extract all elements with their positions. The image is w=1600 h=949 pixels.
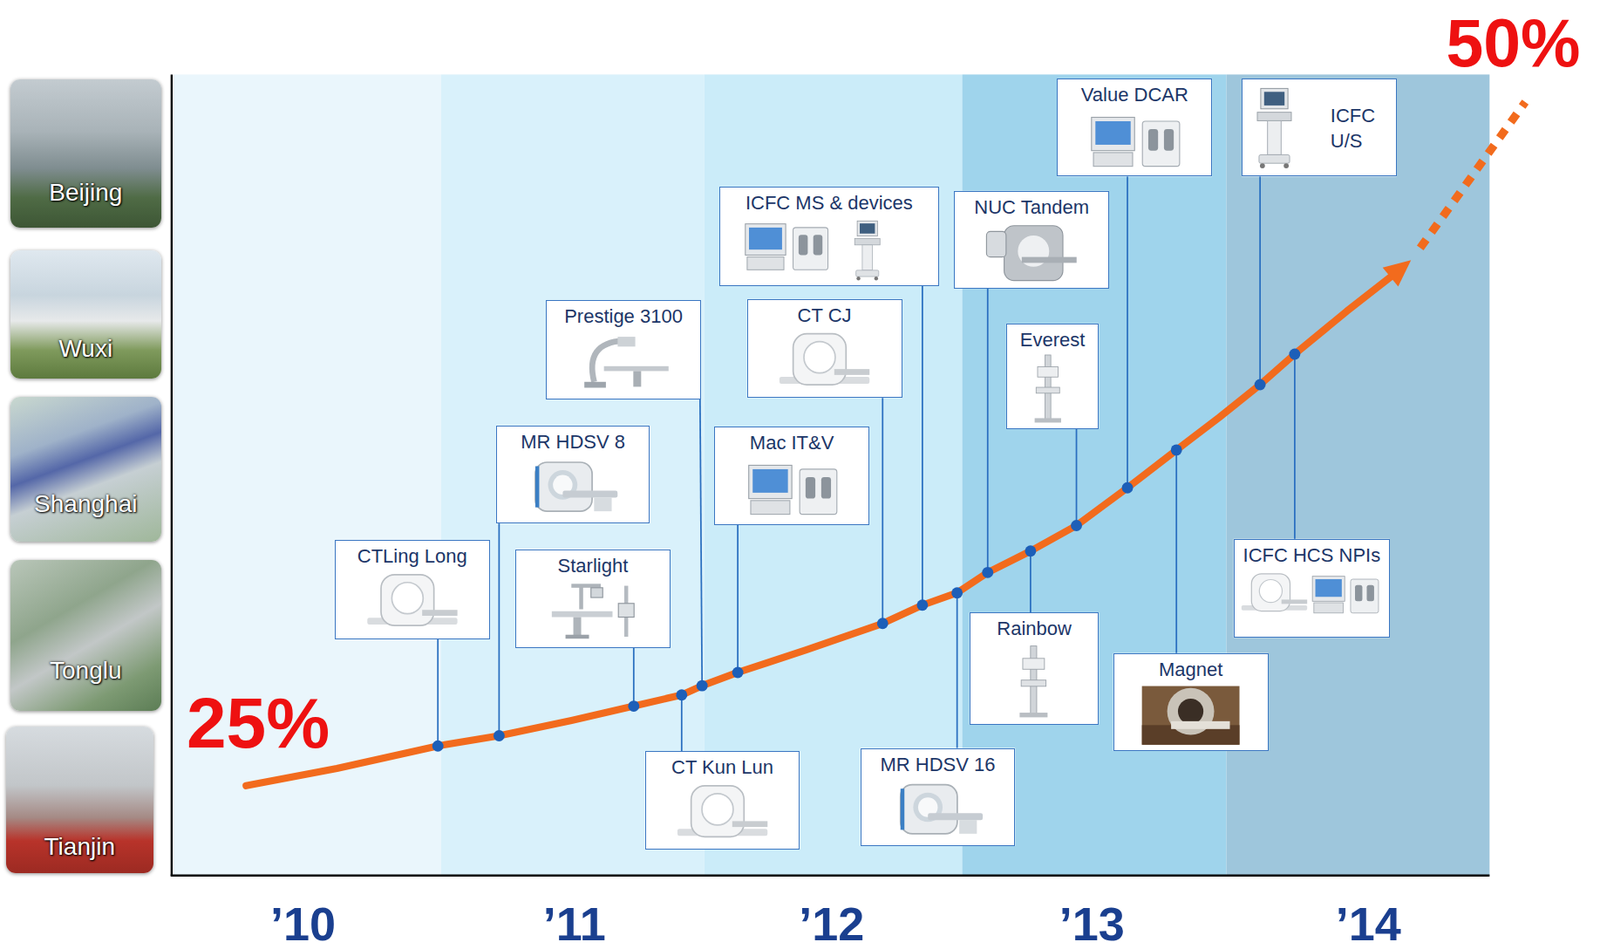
product-box: CTLing Long	[334, 539, 491, 640]
product-name: MR HDSV 16	[879, 753, 995, 776]
percent-start: 25%	[186, 687, 330, 759]
site-label: Tonglu	[10, 656, 162, 684]
product-box: Everest	[1006, 323, 1099, 429]
percent-target: 50%	[1445, 9, 1580, 77]
product-box: MR HDSV 16	[860, 748, 1016, 846]
product-name: Starlight	[558, 554, 629, 577]
product-box: MR HDSV 8	[496, 425, 651, 524]
product-name: NUC Tandem	[973, 196, 1090, 218]
site-label: Tianjin	[6, 833, 154, 861]
site-photo: Wuxi	[10, 250, 162, 379]
site-photo: Shanghai	[10, 396, 162, 542]
product-name: Mac IT&V	[749, 431, 835, 454]
product-box: Magnet	[1113, 653, 1269, 751]
product-box: ICFC HCS NPIs	[1233, 538, 1390, 639]
product-name: Rainbow	[996, 617, 1072, 640]
product-box: Mac IT&V	[714, 426, 870, 525]
product-name: CT Kun Lun	[671, 755, 774, 778]
product-name: ICFC HCS NPIs	[1243, 544, 1382, 566]
site-photo: Beijing	[10, 79, 162, 228]
product-box: Prestige 3100	[545, 299, 702, 400]
year-label: ’12	[798, 899, 865, 947]
product-name: Everest	[1020, 328, 1086, 351]
product-box: NUC Tandem	[953, 190, 1110, 289]
site-label: Beijing	[10, 179, 162, 207]
product-name: Prestige 3100	[564, 305, 683, 327]
product-name: MR HDSV 8	[520, 430, 626, 453]
product-box: CT Kun Lun	[645, 750, 801, 849]
product-name: ICFC MS & devices	[745, 191, 913, 214]
product-name: CT CJ	[797, 304, 852, 327]
site-label: Wuxi	[10, 335, 162, 363]
product-name: ICFC U/S	[1330, 103, 1394, 154]
product-box: Value DCAR	[1056, 78, 1212, 177]
year-label: ’11	[543, 899, 606, 947]
product-box: ICFC U/S	[1241, 78, 1397, 177]
product-name: Value DCAR	[1081, 83, 1189, 106]
year-label: ’10	[270, 899, 336, 947]
product-name: CTLing Long	[357, 544, 468, 567]
product-name: Magnet	[1158, 658, 1223, 681]
product-box: Rainbow	[969, 612, 1100, 725]
year-label: ’14	[1335, 899, 1402, 947]
year-label: ’13	[1059, 899, 1125, 947]
product-box: ICFC MS & devices	[719, 186, 940, 286]
product-box: CT CJ	[747, 299, 903, 399]
site-photo: Tonglu	[10, 559, 162, 710]
site-label: Shanghai	[10, 490, 162, 518]
site-photo: Tianjin	[6, 726, 154, 872]
product-box: Starlight	[515, 549, 671, 649]
